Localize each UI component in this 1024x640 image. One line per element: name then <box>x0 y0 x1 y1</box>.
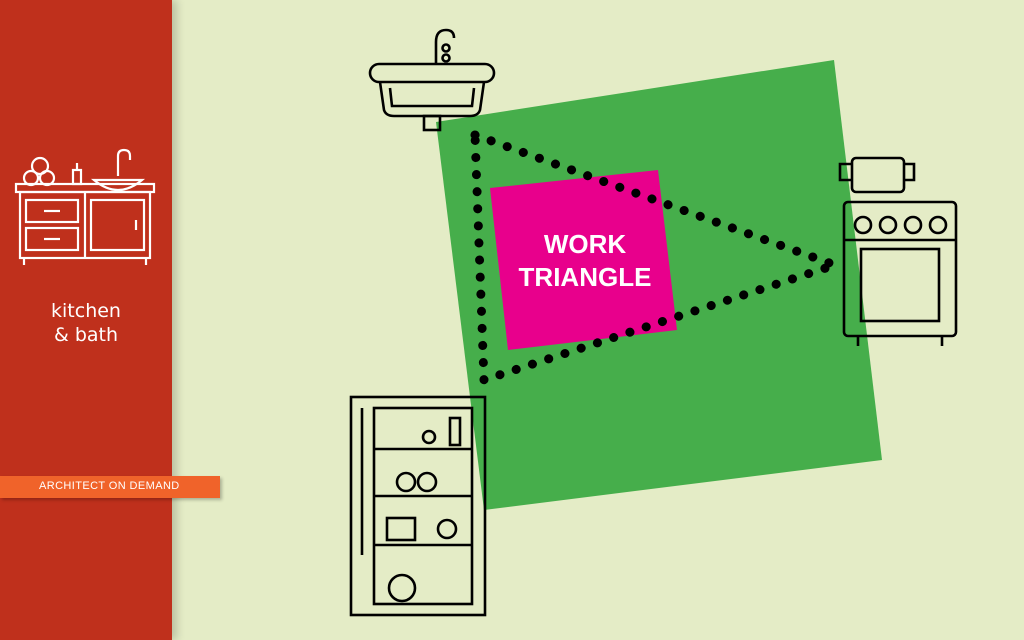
category-title: kitchen <box>51 300 121 322</box>
work-triangle-label: WORK TRIANGLE <box>490 228 680 294</box>
label-line1: WORK <box>543 229 627 259</box>
label-line2: TRIANGLE <box>518 262 652 292</box>
kitchen-cabinet-icon <box>14 148 156 265</box>
architect-on-demand-badge: ARCHITECT ON DEMAND <box>0 476 220 498</box>
work-triangle-highlight <box>490 170 677 350</box>
sink-icon <box>368 28 496 132</box>
work-triangle-path <box>470 128 849 387</box>
category-subtitle: & bath <box>53 324 119 346</box>
sidebar: kitchen & bath <box>0 0 172 640</box>
stove-icon <box>838 156 958 346</box>
badge-label: ARCHITECT ON DEMAND <box>39 480 180 492</box>
refrigerator-icon <box>349 395 487 617</box>
